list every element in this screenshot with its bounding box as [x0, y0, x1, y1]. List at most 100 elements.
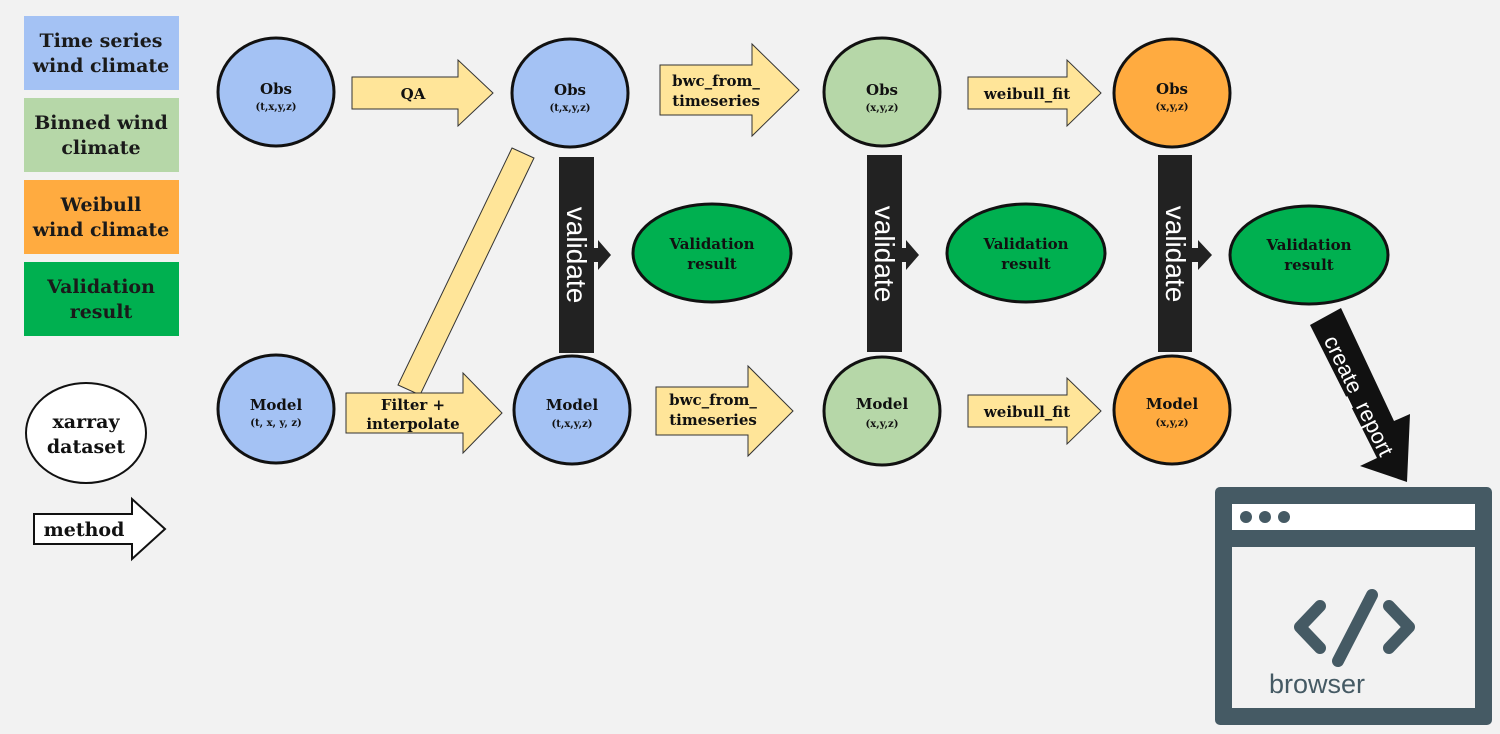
validate-pointer-arrow: [1192, 240, 1212, 270]
legend-weibull-swatch: [24, 180, 179, 254]
node-dims: (x,y,z): [1156, 102, 1189, 113]
create-report-arrow: create_report: [1310, 308, 1410, 482]
node-dims: (t, x, y, z): [250, 418, 301, 429]
validation-label: Validation: [668, 235, 754, 253]
node-dims: (x,y,z): [1156, 418, 1189, 429]
validate-bar: [1158, 155, 1192, 352]
dataset-ellipse: [822, 36, 942, 148]
validation-ellipse: [631, 202, 793, 304]
filter-interpolate-arrow: [345, 371, 503, 455]
node-validation-3: Validation result: [1228, 204, 1390, 306]
validation-label: result: [687, 255, 736, 273]
node-obs-weibull: Obs (x,y,z): [1112, 37, 1232, 149]
node-model-timeseries-interp: Model (t,x,y,z): [512, 354, 632, 466]
node-obs-bwc: Obs (x,y,z): [822, 36, 942, 148]
weibull-model-arrow: [967, 376, 1102, 446]
legend-binned-swatch: [24, 98, 179, 172]
browser-icon: browser: [1215, 487, 1492, 725]
validate-pointer-arrow: [902, 240, 919, 270]
legend-method-label: method: [44, 519, 125, 541]
dataset-ellipse: [822, 355, 942, 467]
node-dims: (t,x,y,z): [255, 102, 296, 113]
weibull-model-arrow-label: weibull_fit: [983, 403, 1070, 421]
legend-dataset-ellipse: [25, 382, 147, 484]
validation-ellipse: [945, 202, 1107, 304]
node-obs-timeseries-qa: Obs (t,x,y,z): [510, 37, 630, 149]
legend-binned-label: Binned wind: [34, 112, 168, 134]
create-report-arrow-shape: [1310, 308, 1410, 482]
filter-interpolate-label: interpolate: [366, 415, 459, 433]
bwc-obs-arrow-label: timeseries: [672, 92, 760, 110]
legend-timeseries-label: wind climate: [32, 55, 170, 77]
validate-1: validate: [559, 157, 611, 353]
dataset-ellipse: [1112, 354, 1232, 466]
legend-timeseries-label: Time series: [40, 30, 163, 52]
legend-validation-label: Validation: [46, 276, 155, 298]
node-dims: (t,x,y,z): [551, 419, 592, 430]
node-title: Obs: [260, 80, 292, 98]
node-title: Model: [546, 396, 599, 414]
validation-label: Validation: [1265, 236, 1351, 254]
weibull-obs-arrow: [967, 58, 1102, 128]
node-title: Model: [1146, 395, 1199, 413]
validate-label: validate: [869, 206, 900, 303]
bwc-obs-arrow-label: bwc_from_: [672, 72, 760, 90]
legend: Time series wind climate Binned wind cli…: [24, 16, 179, 562]
filter-interpolate-connector: [397, 147, 535, 396]
legend-validation-label: result: [70, 301, 133, 323]
validate-pointer-arrow: [594, 240, 611, 270]
bwc-model-arrow-label: timeseries: [669, 411, 757, 429]
node-model-timeseries-raw: Model (t, x, y, z): [216, 353, 336, 465]
node-title: Obs: [554, 81, 586, 99]
browser-label: browser: [1269, 669, 1365, 699]
legend-weibull-label: Weibull: [60, 194, 142, 216]
bwc-model-arrow-label: bwc_from_: [669, 391, 757, 409]
node-validation-1: Validation result: [631, 202, 793, 304]
validate-2: validate: [867, 155, 919, 352]
node-title: Model: [856, 395, 909, 413]
validation-label: result: [1284, 256, 1333, 274]
dataset-ellipse: [510, 37, 630, 149]
node-validation-2: Validation result: [945, 202, 1107, 304]
legend-dataset-label: dataset: [47, 436, 125, 458]
qa-arrow: [351, 58, 494, 128]
validate-bar: [867, 155, 902, 352]
weibull-obs-arrow-label: weibull_fit: [983, 85, 1070, 103]
node-dims: (t,x,y,z): [549, 103, 590, 114]
node-obs-timeseries-raw: Obs (t,x,y,z): [216, 36, 336, 148]
bwc-model-arrow: [655, 364, 794, 458]
node-dims: (x,y,z): [866, 419, 899, 430]
validation-ellipse: [1228, 204, 1390, 306]
validation-label: Validation: [982, 235, 1068, 253]
filter-interpolate-label: Filter +: [381, 396, 445, 414]
legend-method-arrow: [33, 496, 167, 562]
legend-timeseries-swatch: [24, 16, 179, 90]
bwc-obs-arrow: [659, 42, 800, 138]
validation-label: result: [1001, 255, 1050, 273]
legend-weibull-label: wind climate: [32, 219, 170, 241]
node-dims: (x,y,z): [866, 103, 899, 114]
dataset-ellipse: [216, 353, 336, 465]
legend-dataset-label: xarray: [52, 411, 120, 433]
validate-label: validate: [561, 207, 592, 304]
validate-bar: [559, 157, 594, 353]
validate-label: validate: [1160, 206, 1191, 303]
browser-titlebar: [1232, 504, 1475, 530]
node-title: Model: [250, 396, 303, 414]
validate-3: validate: [1158, 155, 1212, 352]
node-title: Obs: [1156, 80, 1188, 98]
browser-dot: [1259, 511, 1271, 523]
legend-validation-swatch: [24, 262, 179, 336]
node-model-weibull: Model (x,y,z): [1112, 354, 1232, 466]
dataset-ellipse: [512, 354, 632, 466]
node-title: Obs: [866, 81, 898, 99]
dataset-ellipse: [1112, 37, 1232, 149]
node-model-bwc: Model (x,y,z): [822, 355, 942, 467]
legend-binned-label: climate: [61, 137, 140, 159]
dataset-ellipse: [216, 36, 336, 148]
qa-arrow-label: QA: [401, 85, 426, 103]
browser-dot: [1240, 511, 1252, 523]
code-icon: [1294, 589, 1415, 667]
browser-dot: [1278, 511, 1290, 523]
